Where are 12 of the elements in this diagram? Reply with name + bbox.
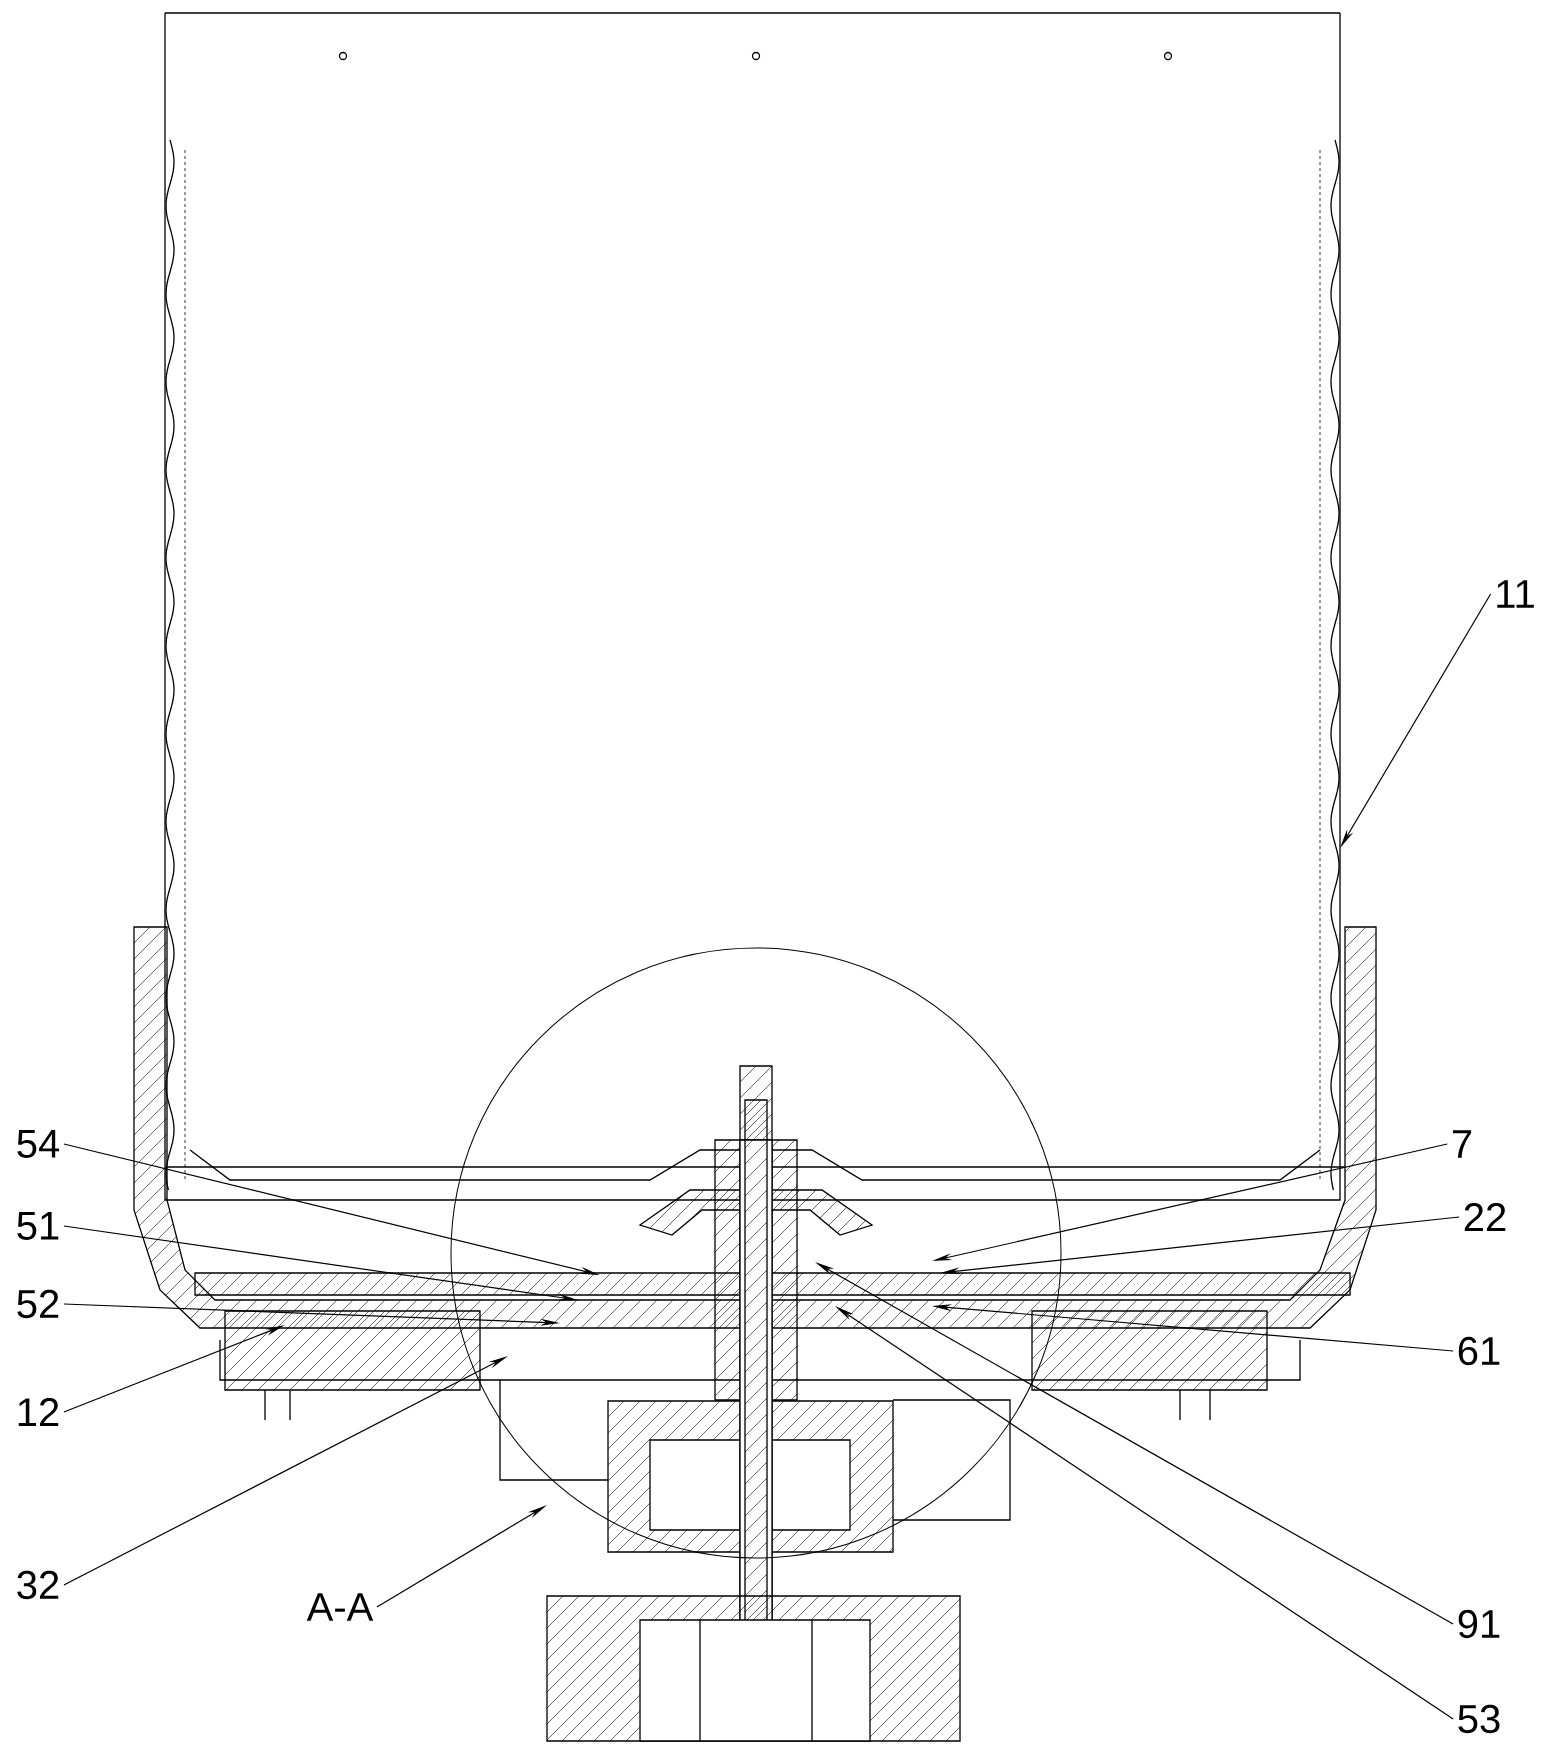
callout-number: 54 [12,1127,64,1161]
callout-number: 52 [12,1286,64,1322]
callout-number: 51 [12,1209,64,1243]
callout-number: 12 [12,1395,64,1429]
callout-number: 53 [1453,1701,1505,1737]
callout-number: 32 [12,1567,64,1603]
callout-number: 22 [1459,1200,1511,1234]
callout-number: 7 [1447,1127,1477,1161]
callout-number: 11 [1491,577,1539,611]
callout-number: 91 [1453,1606,1505,1642]
callout-number: A-A [303,1590,377,1624]
callout-number: 61 [1453,1333,1505,1369]
